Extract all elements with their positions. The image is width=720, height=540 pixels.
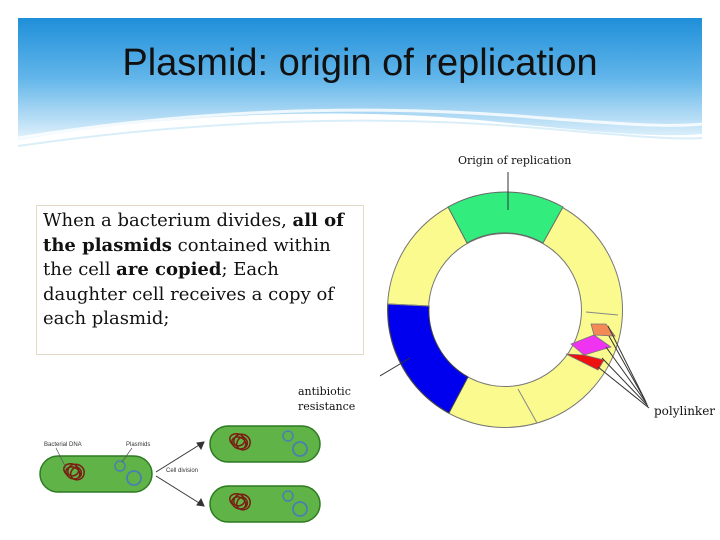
body-text-bold-segment: are copied: [116, 259, 222, 280]
cell-body: [39, 455, 153, 493]
polylinker-segment-magenta: [570, 334, 612, 356]
plasmid: [292, 441, 308, 457]
segment-divider: [387, 303, 430, 307]
plasmids-label: Plasmids: [126, 442, 151, 448]
body-text-bold-segment: all of the plasmids: [43, 210, 344, 256]
cell-division-arrows: [155, 441, 205, 507]
bacterial-dna-coil: [229, 433, 251, 451]
plasmid: [114, 460, 126, 472]
segment-divider: [585, 311, 619, 316]
label-pointer-line: [55, 447, 67, 469]
antibiotic-resistance-segment: [387, 303, 469, 414]
bacterial-dna-label: Bacterial DNA: [44, 442, 82, 448]
polylinker-pointer-line: [601, 357, 649, 407]
plasmid-ring-inner-edge: [428, 233, 582, 387]
origin-of-replication-segment: [447, 191, 564, 244]
origin-of-replication-label: Origin of replication: [458, 154, 572, 167]
polylinker-pointer-line: [608, 335, 647, 403]
antibiotic-pointer-line: [380, 357, 411, 377]
label-pointer-line: [121, 447, 133, 463]
bacterial-dna-coil: [63, 463, 85, 481]
segment-divider: [517, 388, 538, 424]
bacterial-dna-coil: [229, 493, 251, 511]
cell-division-label: Cell division: [166, 468, 199, 474]
daughter-cell-bottom: [209, 485, 321, 523]
plasmid-diagram: [380, 172, 650, 428]
polylinker-label: polylinker: [654, 404, 716, 418]
cell-division-illustration: [39, 425, 321, 523]
polylinker-pointer-line: [605, 346, 648, 405]
body-text-segment: When a bacterium divides,: [43, 210, 293, 231]
plasmid: [282, 430, 294, 442]
plasmid: [292, 501, 308, 517]
slide-title: Plasmid: origin of replication: [122, 42, 598, 84]
polylinker-segment-orange: [590, 323, 616, 337]
polylinker-pointer-line: [607, 325, 646, 401]
plasmid: [126, 470, 142, 486]
antibiotic-resistance-label-line1: antibiotic: [298, 385, 351, 398]
body-text-segment: ; Each daughter cell receives a copy of …: [43, 259, 334, 329]
body-text-segment: contained within the cell: [43, 234, 331, 281]
polylinker-pointer-line: [597, 366, 650, 409]
parent-cell: [39, 447, 153, 493]
body-text-box: When a bacterium divides, all of the pla…: [36, 205, 364, 355]
antibiotic-resistance-label-line2: resistance: [298, 400, 356, 413]
daughter-cell-top: [209, 425, 321, 463]
plasmid: [282, 490, 294, 502]
header-background: [18, 18, 702, 153]
